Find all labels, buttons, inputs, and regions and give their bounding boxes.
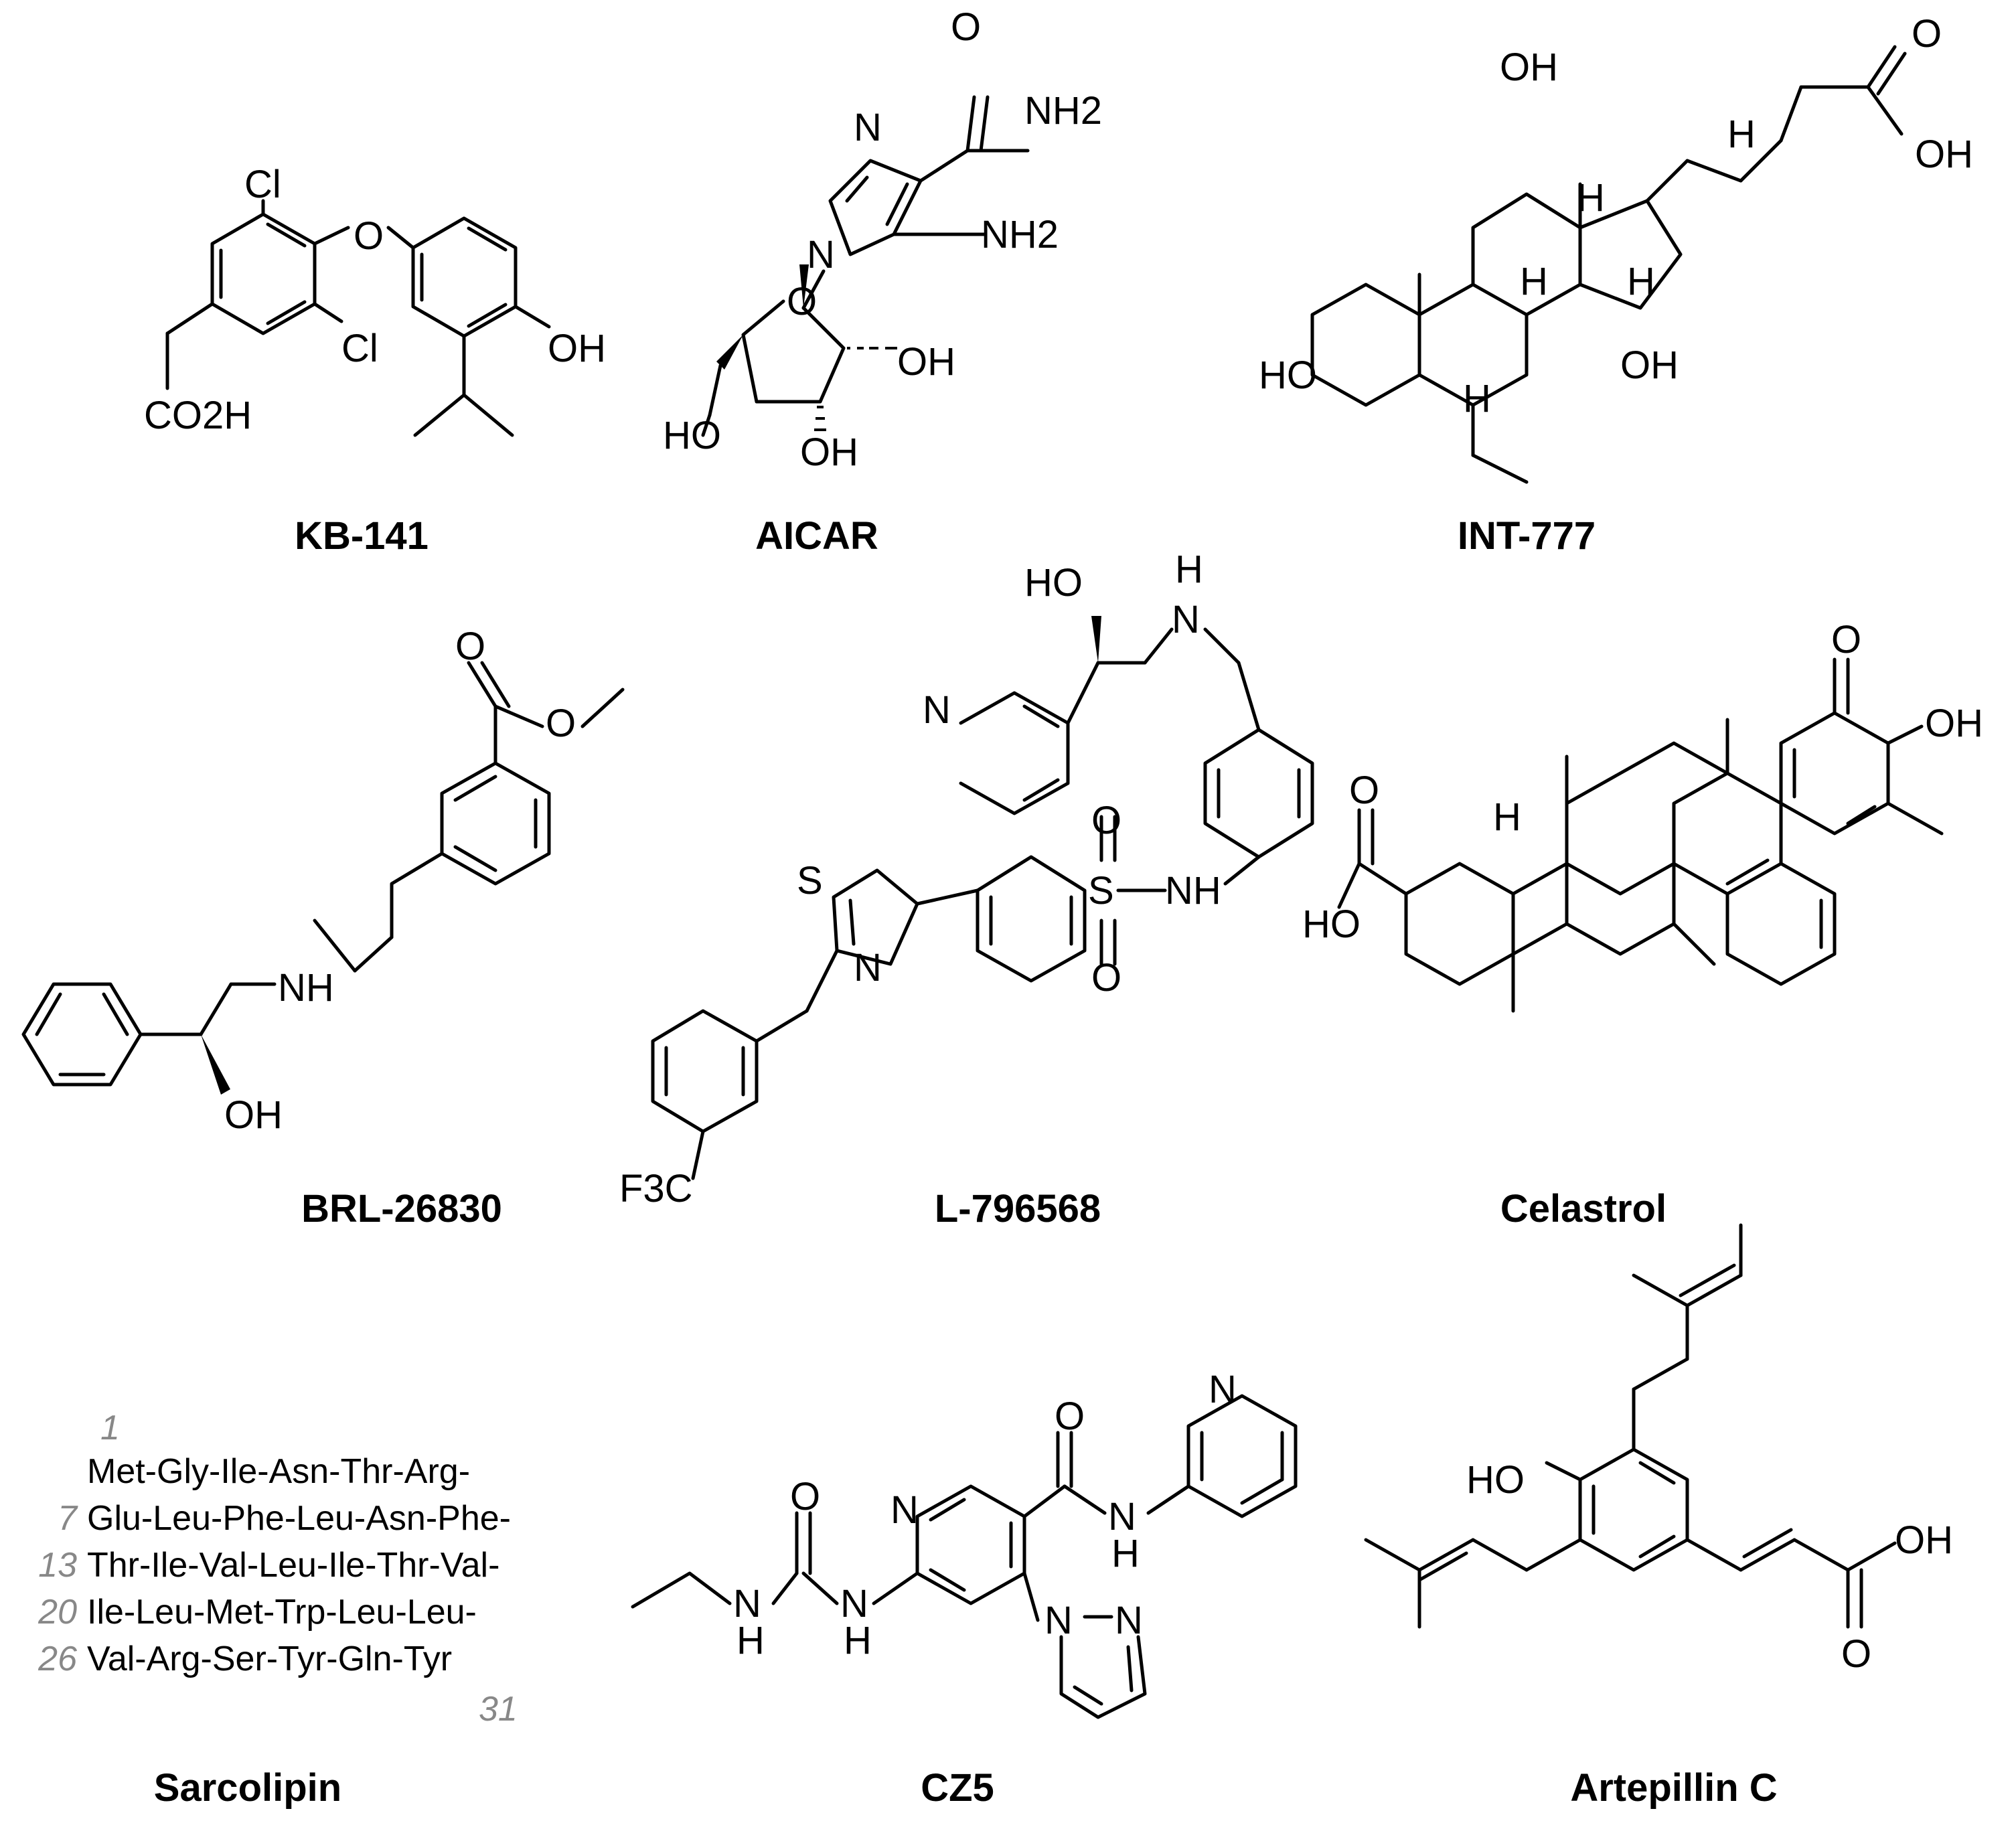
structure-int-777: OH H H H H HO H OH O OH [1259, 12, 1973, 484]
cz5-o-urea: O [790, 1475, 820, 1518]
sarcolipin-residues-7: Glu-Leu-Phe-Leu-Asn-Phe- [87, 1499, 511, 1538]
kb141-co2h: CO2H [144, 394, 252, 437]
celastrol-h: H [1493, 795, 1521, 839]
cz5-n-pz1: N [1044, 1599, 1073, 1642]
cz5-nh-urea2: N [840, 1582, 868, 1626]
aicar-nh2a: NH2 [1024, 89, 1102, 133]
brl-o-carbonyl: O [455, 625, 485, 668]
l796-o2: O [1091, 956, 1121, 1000]
structure-celastrol: O OH O HO H [1302, 618, 1983, 1013]
celastrol-o-acid: O [1349, 769, 1379, 812]
artepillin-o: O [1841, 1632, 1871, 1676]
cz5-o-amide: O [1055, 1395, 1085, 1438]
sarcolipin-sequence: 1 Met-Gly-Ile-Asn-Thr-Arg- 7 Glu-Leu-Phe… [37, 1409, 518, 1729]
sarcolipin-residues-13: Thr-Ile-Val-Leu-Ile-Thr-Val- [87, 1546, 499, 1585]
compound-name-l-796568: L-796568 [935, 1187, 1101, 1231]
sarcolipin-end-31: 31 [479, 1690, 518, 1729]
artepillin-ho: HO [1466, 1458, 1525, 1502]
kb141-cl1: Cl [244, 163, 281, 206]
cz5-n-pz2: N [1115, 1599, 1143, 1642]
brl-oh: OH [224, 1093, 283, 1137]
sarcolipin-start-13: 13 [38, 1546, 77, 1585]
compound-name-sarcolipin: Sarcolipin [154, 1766, 341, 1810]
l796-s-thz: S [797, 859, 823, 902]
aicar-n2: N [807, 233, 835, 276]
brl-o-ester: O [546, 702, 576, 745]
sarcolipin-residues-20: Ile-Leu-Met-Trp-Leu-Leu- [87, 1593, 477, 1632]
aicar-o-ring: O [787, 280, 817, 323]
aicar-n1: N [854, 106, 882, 149]
cz5-n-pyr2: N [1209, 1368, 1237, 1411]
aicar-oh2: OH [800, 430, 858, 474]
celastrol-o-keto: O [1831, 618, 1861, 661]
sarcolipin-start-7: 7 [58, 1499, 78, 1538]
int777-o-acid: O [1912, 12, 1942, 56]
cz5-nh-urea1: N [733, 1582, 761, 1626]
cz5-h-urea2: H [844, 1619, 872, 1662]
cz5-h-amide: H [1111, 1532, 1140, 1575]
l796-o1: O [1091, 799, 1121, 842]
aicar-oh1: OH [897, 340, 955, 384]
structure-kb-141: Cl Cl O OH CO2H [144, 163, 606, 437]
structure-artepillin-c: HO OH O [1364, 1223, 1953, 1676]
compound-name-aicar: AICAR [755, 514, 878, 558]
compound-name-kb-141: KB-141 [295, 514, 429, 558]
compound-name-brl-26830: BRL-26830 [301, 1187, 502, 1231]
int777-oh-acid: OH [1915, 133, 1973, 176]
l796-nh-top-h: H [1175, 548, 1203, 591]
l796-n-pyr: N [923, 688, 951, 732]
aicar-nh2b: NH2 [981, 213, 1059, 256]
int777-h9: H [1520, 260, 1548, 303]
compound-name-int-777: INT-777 [1458, 514, 1596, 558]
celastrol-ho-acid: HO [1302, 902, 1361, 946]
int777-oh12: OH [1500, 46, 1558, 89]
compound-name-cz5: CZ5 [921, 1766, 994, 1810]
l796-nh: NH [1165, 869, 1221, 913]
int777-h14: H [1627, 260, 1655, 303]
brl-nh: NH [278, 966, 334, 1010]
sarcolipin-residues-1: Met-Gly-Ile-Asn-Thr-Arg- [87, 1452, 470, 1491]
compound-name-celastrol: Celastrol [1500, 1187, 1666, 1231]
l796-n-thz: N [854, 946, 882, 989]
kb141-o: O [354, 214, 384, 258]
structure-brl-26830: O O NH OH [21, 625, 625, 1137]
kb141-cl2: Cl [341, 327, 378, 370]
l796-n-top: N [1172, 598, 1200, 641]
aicar-ho: HO [663, 414, 721, 457]
sarcolipin-residues-26: Val-Arg-Ser-Tyr-Gln-Tyr [87, 1640, 452, 1678]
sarcolipin-start-20: 20 [37, 1593, 77, 1632]
sarcolipin-start-26: 26 [37, 1640, 77, 1678]
compound-name-artepillin-c: Artepillin C [1570, 1766, 1777, 1810]
l796-ho: HO [1024, 561, 1083, 605]
cz5-n-pyr: N [890, 1488, 919, 1532]
artepillin-oh: OH [1895, 1518, 1953, 1562]
structure-cz5: O N H N H N O N H N N N [631, 1368, 1298, 1719]
l796-s-sulf: S [1088, 869, 1114, 913]
int777-oh7: OH [1620, 343, 1679, 387]
int777-h17: H [1727, 112, 1756, 156]
int777-h5: H [1463, 377, 1491, 420]
cz5-nh-amide: N [1108, 1495, 1136, 1538]
int777-h8: H [1577, 176, 1605, 220]
l796-cf3: F3C [619, 1167, 693, 1210]
aicar-o-amide: O [951, 5, 981, 49]
structure-aicar: N N O NH2 NH2 O OH OH HO [663, 5, 1102, 474]
cz5-h-urea1: H [736, 1619, 765, 1662]
kb141-oh: OH [548, 327, 606, 370]
structure-l-796568: HO H N N S N S O O NH F3C [619, 548, 1314, 1210]
int777-ho3: HO [1259, 353, 1317, 397]
sarcolipin-start-1: 1 [100, 1409, 120, 1447]
celastrol-oh: OH [1925, 702, 1983, 745]
